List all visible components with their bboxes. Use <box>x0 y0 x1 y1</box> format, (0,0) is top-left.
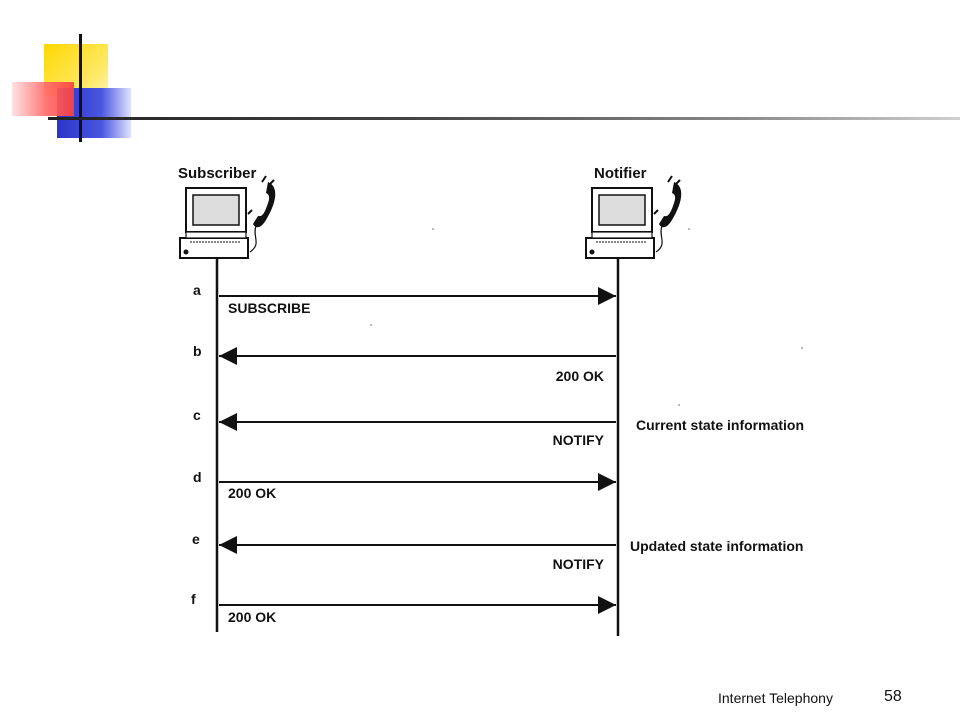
scan-specks <box>370 228 803 406</box>
message-label-c: NOTIFY <box>553 432 605 448</box>
actor-subscriber-label: Subscriber <box>178 165 257 182</box>
message-label-a: SUBSCRIBE <box>228 300 310 316</box>
notifier-computer-icon <box>585 187 655 259</box>
actor-notifier-label: Notifier <box>594 165 647 182</box>
notifier-phone-icon <box>653 175 682 253</box>
step-tag-a: a <box>193 282 201 298</box>
message-label-f: 200 OK <box>228 609 276 625</box>
footer-title: Internet Telephony <box>718 690 833 706</box>
step-tag-e: e <box>192 531 200 547</box>
message-label-b: 200 OK <box>556 368 604 384</box>
decor-red-square <box>12 82 74 116</box>
subscriber-phone-icon <box>247 175 276 253</box>
note-current-state: Current state information <box>636 417 804 433</box>
step-tag-d: d <box>193 469 202 485</box>
decor-title-rule <box>48 117 960 120</box>
message-label-d: 200 OK <box>228 485 276 501</box>
decor-vertical-line <box>79 34 82 142</box>
step-tag-b: b <box>193 343 202 359</box>
step-tag-c: c <box>193 407 201 423</box>
page-number: 58 <box>884 688 902 705</box>
step-tag-f: f <box>191 591 196 607</box>
note-updated-state: Updated state information <box>630 538 803 554</box>
subscriber-computer-icon <box>179 187 249 259</box>
message-label-e: NOTIFY <box>553 556 605 572</box>
